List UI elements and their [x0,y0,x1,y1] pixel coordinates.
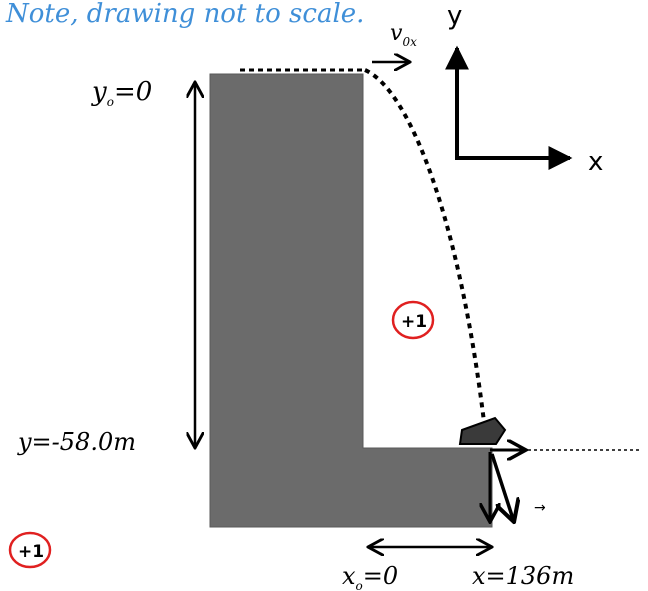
note-text: Note, drawing not to scale. [5,0,364,29]
score-badge-1: +1 [391,300,435,340]
svg-text:+1: +1 [401,312,427,332]
final-v-arrow [490,453,514,522]
trajectory-path [364,68,487,431]
svg-text:+1: +1 [18,542,44,562]
y-axis-label: y [447,1,462,31]
cliff-shape [209,73,493,528]
projectile-car [458,416,507,445]
y0-label: yo=0 [91,77,152,109]
small-arrow-mark: → [534,500,546,516]
y-final-label: y=-58.0m [17,428,136,456]
x-final-label: x=136m [472,562,574,590]
score-badge-2: +1 [8,531,52,569]
v0x-label: v0x [390,21,417,49]
x-axis-label: x [588,147,603,177]
x0-label: xo=0 [342,562,398,591]
